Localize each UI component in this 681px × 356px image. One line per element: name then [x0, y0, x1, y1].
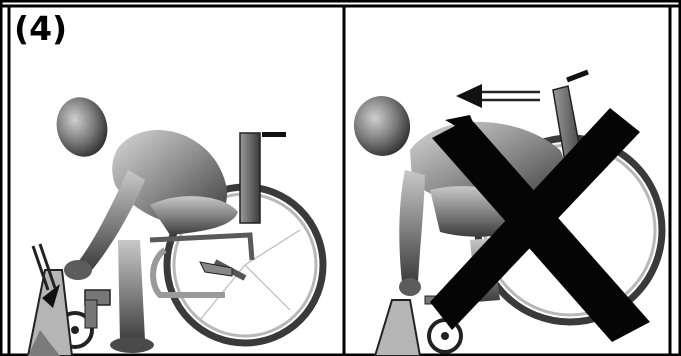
push-handle-right: [567, 72, 588, 80]
panel-incorrect: [349, 72, 662, 356]
panel-correct: [28, 92, 323, 356]
step-number-label: (4): [14, 12, 67, 45]
head: [50, 92, 114, 163]
wheel-block-right: [375, 300, 420, 356]
arm-right: [399, 170, 425, 282]
head-right: [349, 92, 415, 161]
backrest: [240, 133, 260, 223]
arrow-left-icon: [456, 84, 540, 108]
push-handle: [262, 132, 286, 137]
lower-leg: [118, 240, 145, 342]
